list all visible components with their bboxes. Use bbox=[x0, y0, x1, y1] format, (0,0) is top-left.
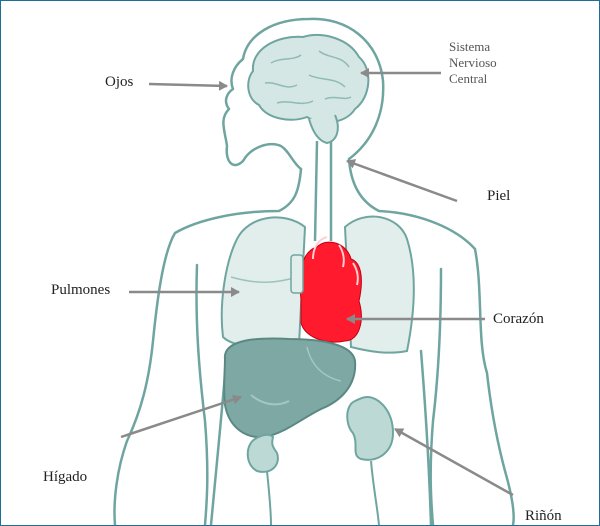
label-sistema-line-1: Sistema bbox=[449, 39, 497, 55]
label-ojos: Ojos bbox=[105, 75, 133, 90]
label-sistema-line-3: Central bbox=[449, 71, 497, 87]
brain bbox=[248, 35, 368, 143]
arrow-higado bbox=[121, 397, 241, 437]
brainstem bbox=[309, 115, 338, 143]
torso-right-inner bbox=[421, 351, 431, 525]
label-sistema-line-2: Nervioso bbox=[449, 55, 497, 71]
arrow-ojos bbox=[149, 84, 227, 86]
right-kidney bbox=[347, 397, 393, 460]
label-corazon: Corazón bbox=[493, 312, 544, 327]
arrow-rinon bbox=[395, 429, 513, 495]
label-piel: Piel bbox=[487, 189, 510, 204]
spinal-cord bbox=[315, 141, 331, 241]
left-kidney bbox=[248, 435, 278, 472]
arm-inner-right bbox=[431, 269, 441, 525]
label-rinon: Riñón bbox=[525, 509, 562, 524]
label-sistema-nervioso-central: Sistema Nervioso Central bbox=[449, 39, 497, 87]
label-higado: Hígado bbox=[43, 470, 87, 485]
arrow-piel bbox=[347, 161, 457, 201]
label-pulmones: Pulmones bbox=[51, 283, 110, 298]
liver bbox=[224, 339, 355, 438]
arm-inner-left bbox=[196, 265, 207, 525]
